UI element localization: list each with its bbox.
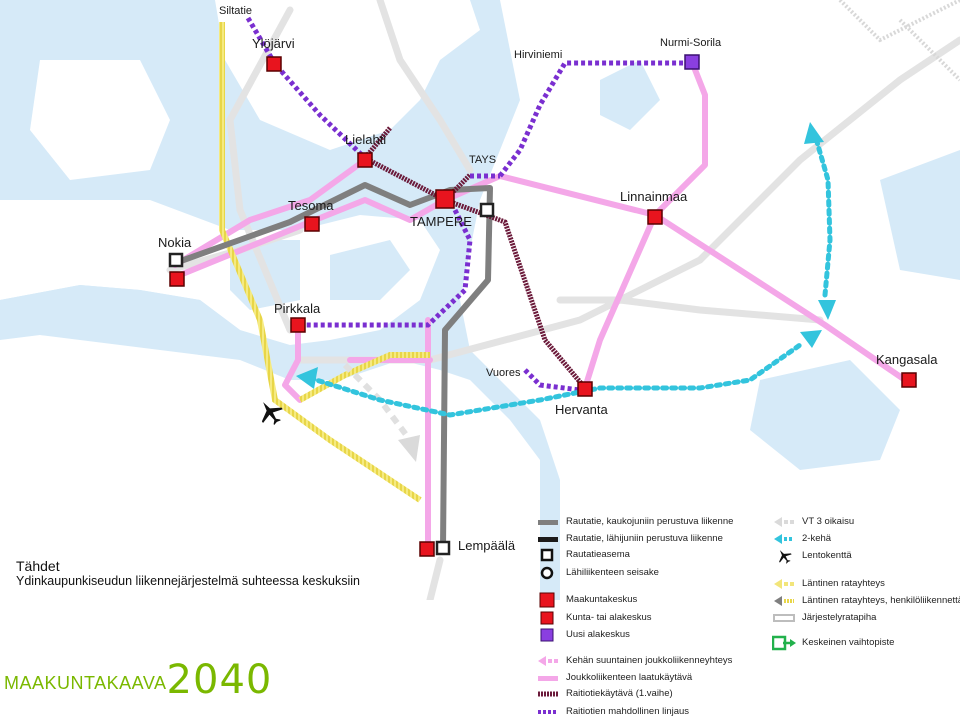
legend-symbol-local-stop xyxy=(540,566,554,580)
legend-label: Joukkoliikenteen laatukäytävä xyxy=(566,672,693,683)
legend-label: Rautatie, lähijuniin perustuva liikenne xyxy=(566,533,723,544)
label-tampere: TAMPERE xyxy=(410,214,472,229)
ring2-lines xyxy=(307,132,833,418)
label-lielahti: Lielahti xyxy=(345,132,387,147)
legend-symbol-dev-transit xyxy=(538,656,558,666)
label-ylojarvi: Ylöjärvi xyxy=(252,36,295,51)
legend-label: Läntinen ratayhteys xyxy=(802,578,885,589)
legend-symbol-regional-center xyxy=(539,592,555,608)
label-lempaala: Lempäälä xyxy=(458,538,516,553)
label-hervanta: Hervanta xyxy=(555,402,608,417)
legend-label: Kunta- tai alakeskus xyxy=(566,612,652,623)
label-pirkkala: Pirkkala xyxy=(274,301,321,316)
caption-subtitle: Ydinkaupunkiseudun liikennejärjestelmä s… xyxy=(16,574,360,588)
airport-icon xyxy=(779,550,792,564)
label-tays: TAYS xyxy=(469,154,497,166)
legend-symbol-tram-phase1 xyxy=(538,691,558,697)
tram-phase1-line xyxy=(361,126,587,390)
legend-symbol-interchange xyxy=(772,635,796,651)
label-tesoma: Tesoma xyxy=(288,198,334,213)
legend-label: Rautatieasema xyxy=(566,549,630,560)
legend-label: Maakuntakeskus xyxy=(566,594,638,605)
map-canvas xyxy=(0,0,960,600)
legend-label: Läntinen ratayhteys, henkilöliikennettä xyxy=(802,595,960,606)
legend-symbol-vt3 xyxy=(774,517,794,527)
map-area: Siltatie Ylöjärvi Hirviniemi Nurmi-Soril… xyxy=(0,0,960,600)
legend-label: Lentokenttä xyxy=(802,550,852,561)
legend-symbol-municipal-center xyxy=(540,611,554,625)
legend-label: Rautatie, kaukojuniin perustuva liikenne xyxy=(566,516,734,527)
tram-possible-lines xyxy=(245,16,692,393)
label-nokia: Nokia xyxy=(158,235,192,250)
legend-symbol-western-rail-pass xyxy=(774,596,794,606)
vt3-arrowhead xyxy=(398,435,420,462)
label-kangasala: Kangasala xyxy=(876,352,938,367)
legend-label: Lähiliikenteen seisake xyxy=(566,567,659,578)
legend-symbol-ring2 xyxy=(774,534,794,544)
label-linnainmaa: Linnainmaa xyxy=(620,189,688,204)
background-railway xyxy=(838,0,960,82)
brand-logo: MAAKUNTAKAAVA2040 xyxy=(4,657,272,703)
legend-label: VT 3 oikaisu xyxy=(802,516,855,527)
legend-label: Keskeinen vaihtopiste xyxy=(802,637,895,648)
legend-label: Kehän suuntainen joukkoliikenneyhteys xyxy=(566,655,733,666)
western-rail-lines xyxy=(219,22,430,503)
legend-symbol-western-rail xyxy=(774,579,794,589)
label-vuores: Vuores xyxy=(486,367,521,379)
label-hirviniemi: Hirviniemi xyxy=(514,49,563,61)
label-nurmi-sorila: Nurmi-Sorila xyxy=(660,37,722,49)
legend-label: Järjestelyratapiha xyxy=(802,612,877,623)
legend-symbol-rail-local xyxy=(538,537,558,542)
brand-word: MAAKUNTAKAAVA xyxy=(4,673,167,693)
legend-label: Raitiotiekäytävä (1.vaihe) xyxy=(566,688,673,699)
center-markers xyxy=(169,56,917,557)
label-siltatie: Siltatie xyxy=(219,5,253,17)
caption: Tähdet Ydinkaupunkiseudun liikennejärjes… xyxy=(16,558,416,589)
legend-label: Raitiotien mahdollinen linjaus xyxy=(566,706,690,717)
rail-stations xyxy=(168,202,495,556)
legend-symbol-tram-possible xyxy=(538,710,558,714)
brand-year: 2040 xyxy=(166,657,273,703)
airport-icon xyxy=(261,402,283,425)
legend-symbol-station xyxy=(540,548,554,562)
legend-symbol-rail-long xyxy=(538,520,558,525)
ring2-arrowheads xyxy=(296,122,836,389)
new-subcenter-marker xyxy=(684,54,700,70)
legend-symbol-new-subcenter xyxy=(540,628,554,642)
legend-label: 2-kehä xyxy=(802,533,832,544)
legend-label: Uusi alakeskus xyxy=(566,629,630,640)
caption-title: Tähdet xyxy=(16,558,60,574)
legend-symbol-marshalling xyxy=(773,614,795,622)
legend-symbol-quality-corridor xyxy=(538,676,558,681)
